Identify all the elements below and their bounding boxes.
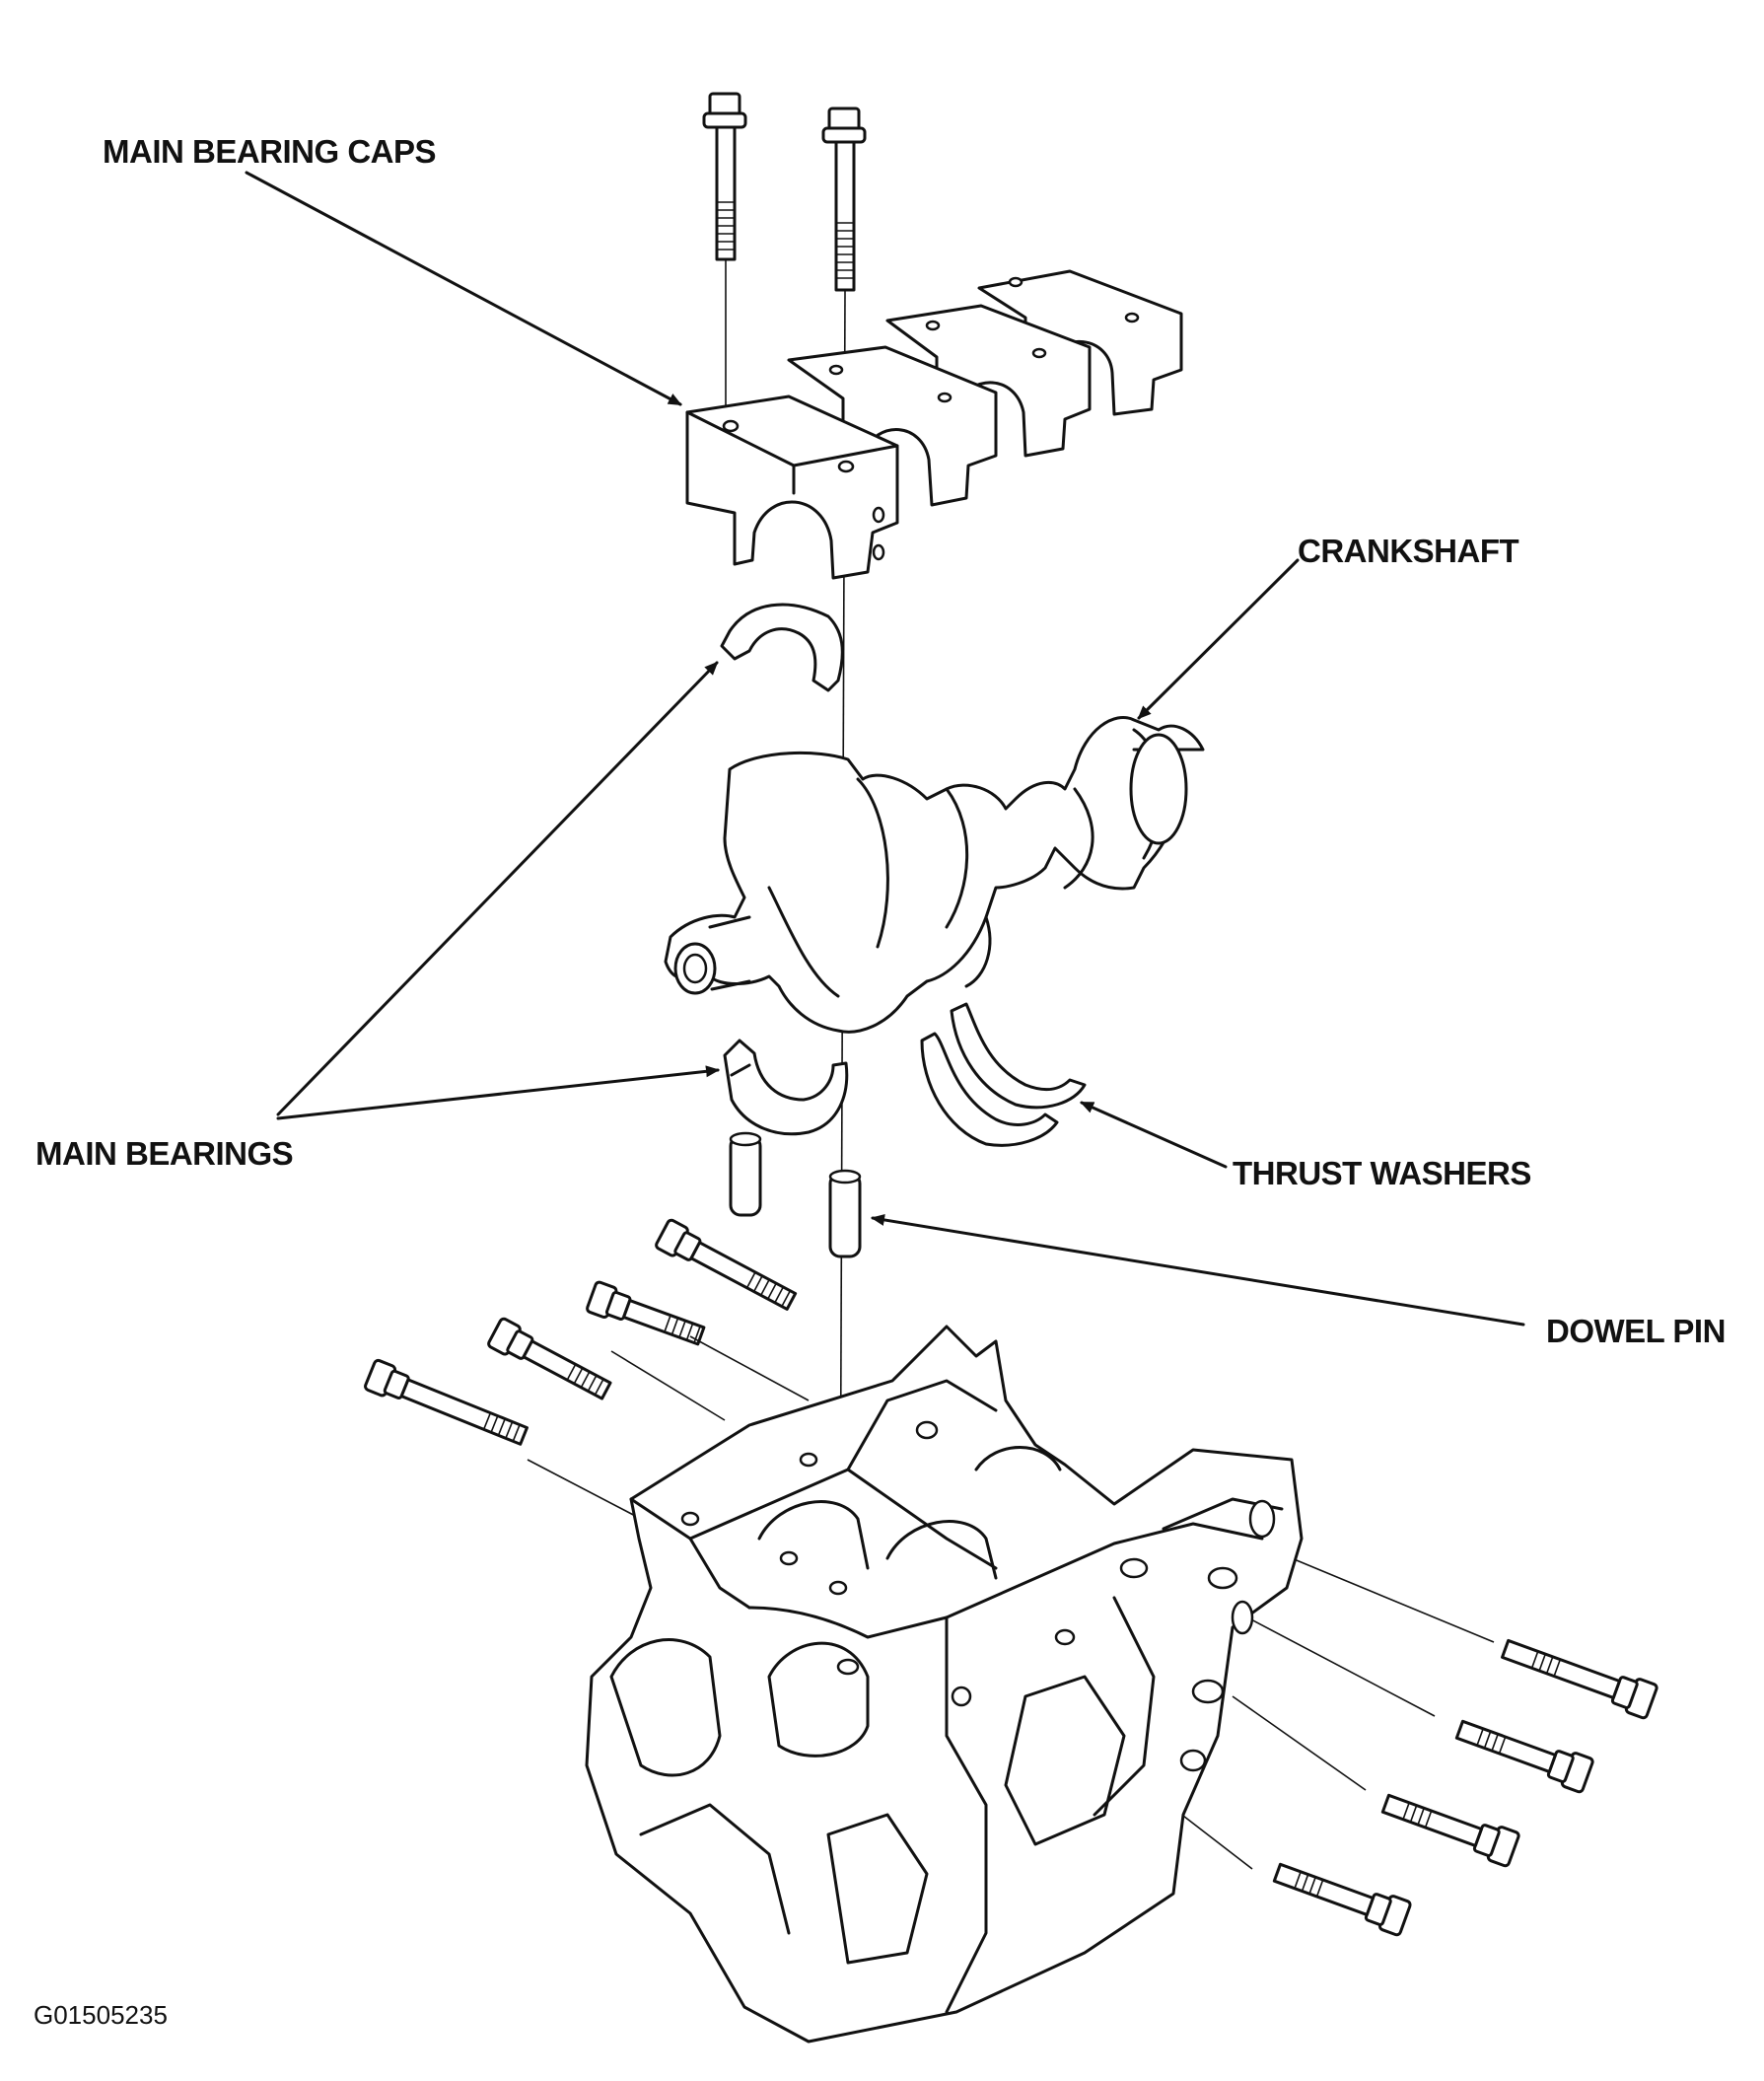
leader-lines [245,171,1525,1327]
upper-main-bearing [720,603,844,692]
dowel-pin-right [828,1169,862,1258]
cap-bolt-left [702,92,747,414]
main-bearings-label: MAIN BEARINGS [35,1135,294,1172]
lower-main-bearing [723,1039,849,1136]
crankshaft-drawing [664,716,1205,1034]
thrust-washers-drawing [920,1002,1087,1147]
thrust-washers-label: THRUST WASHERS [1233,1155,1531,1191]
engine-block-drawing [585,1325,1304,2044]
side-bolts-left [364,1218,810,1520]
main-bearing-cap-2-front [685,395,899,580]
dowel-pin-label: DOWEL PIN [1546,1313,1726,1349]
cap-bolt-right [821,107,867,292]
side-bolts-right [1015,1557,1658,1937]
dowel-pin-left [729,1131,762,1217]
main-bearing-caps-label: MAIN BEARING CAPS [103,133,437,170]
crankshaft-label: CRANKSHAFT [1298,533,1519,569]
figure-code: G01505235 [34,2000,168,2030]
